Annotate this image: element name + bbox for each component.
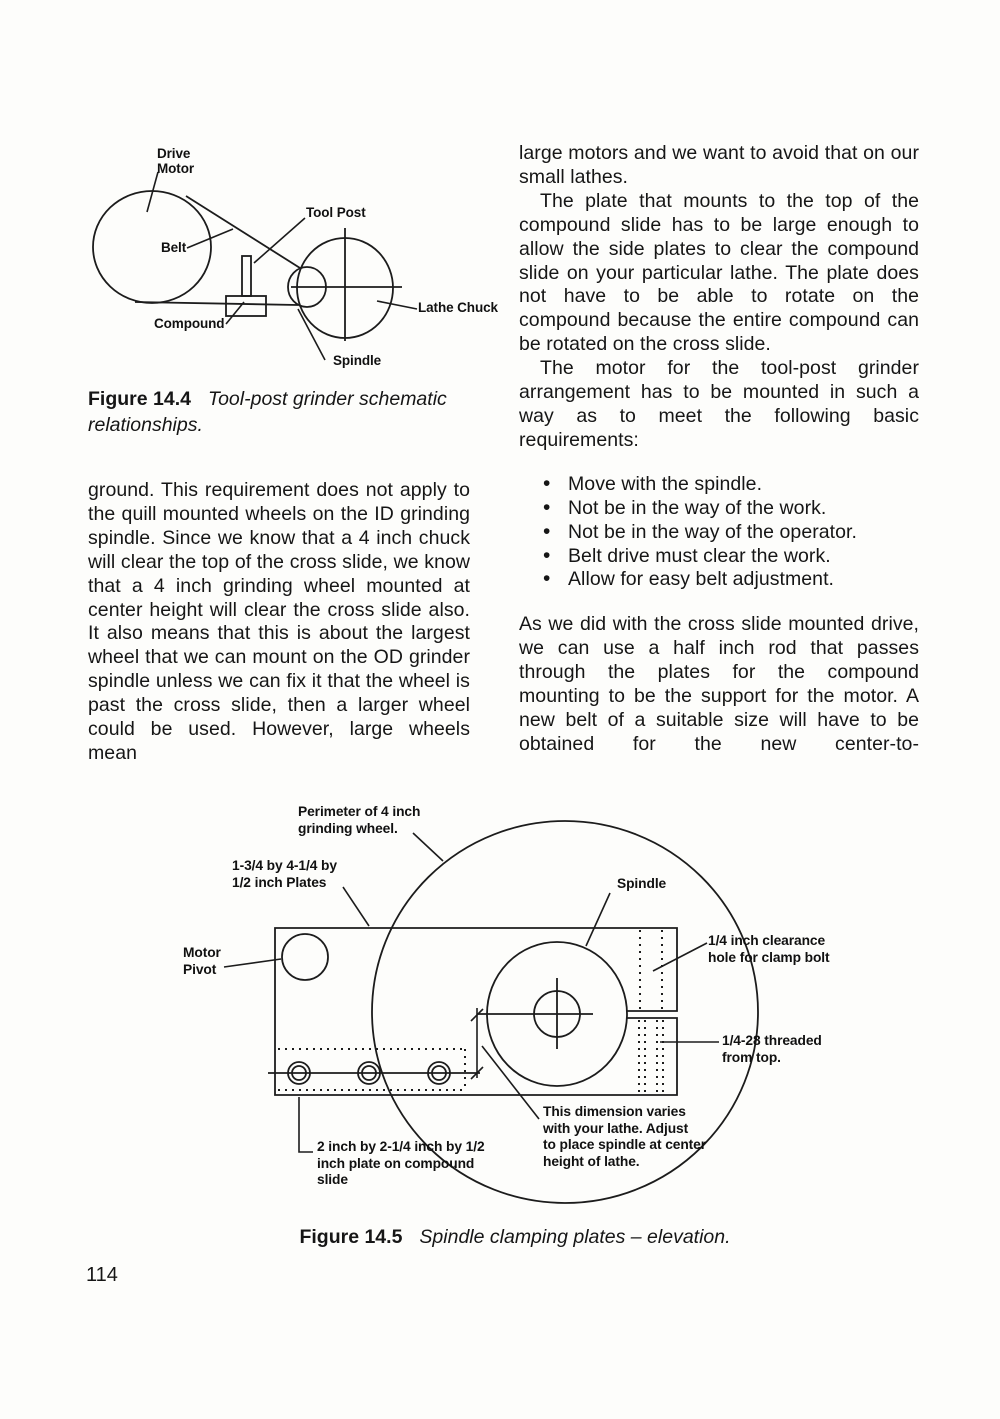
label-drive-motor: Drive Motor (157, 146, 194, 176)
label-threaded-hole: 1/4-28 threaded from top. (722, 1033, 822, 1065)
belt-line-bottom (134, 301, 299, 306)
label-spindle: Spindle (617, 876, 667, 891)
mounting-bolt (427, 1061, 451, 1085)
tool-post-rect (241, 255, 252, 297)
figure-14-4-caption-text: Tool-post grinder schematic relationship… (88, 388, 447, 436)
label-plate-compound: 2 inch by 2-1/4 inch by 1/2 inch plate o… (317, 1139, 485, 1187)
leader-tool-post (253, 217, 306, 264)
drive-motor-circle (92, 190, 212, 304)
figure-14-4: Drive Motor Belt Tool Post Compound Spin… (60, 140, 510, 450)
figure-14-5-caption-label: Figure 14.5 (299, 1226, 403, 1248)
mounting-bolt (361, 1065, 377, 1081)
clamp-plate-outline (274, 927, 678, 1096)
list-item: Allow for easy belt adjustment. (519, 567, 919, 592)
grinding-wheel-circle (371, 820, 759, 1204)
mounting-bolt (357, 1061, 381, 1085)
mounting-bolt (291, 1065, 307, 1081)
label-perimeter: Perimeter of 4 inch grinding wheel. (298, 804, 421, 836)
leader-plates (342, 886, 370, 927)
mounting-bolt (287, 1061, 311, 1085)
figure-14-5: Perimeter of 4 inch grinding wheel. 1-3/… (150, 795, 862, 1220)
label-spindle: Spindle (333, 353, 382, 368)
label-lathe-chuck: Lathe Chuck (418, 300, 498, 315)
label-dimension-note: This dimension varies with your lathe. A… (543, 1104, 707, 1169)
label-motor-pivot: Motor Pivot (183, 945, 221, 977)
label-compound: Compound (154, 316, 225, 331)
dimension-tick (470, 1008, 484, 1022)
label-belt: Belt (161, 240, 187, 255)
label-tool-post: Tool Post (306, 205, 366, 220)
leader-lathe-chuck (376, 300, 418, 310)
list-item: Move with the spindle. (519, 472, 919, 497)
leader-compound (225, 301, 245, 325)
compound-rect (225, 295, 267, 317)
right-paragraph-1: large motors and we want to avoid that o… (519, 142, 919, 188)
leader-clearance (652, 942, 708, 972)
leader-spindle (585, 892, 611, 947)
page-number: 114 (86, 1264, 118, 1286)
leader-belt (186, 228, 234, 249)
leader-dimension (481, 1045, 540, 1120)
list-item: Not be in the way of the operator. (519, 520, 919, 545)
mounting-bolt (431, 1065, 447, 1081)
leader-motor-pivot (223, 958, 282, 968)
label-plates: 1-3/4 by 4-1/4 by 1/2 inch Plates (232, 858, 337, 890)
figure-14-4-drawing (92, 171, 418, 361)
figure-14-5-caption-text: Spindle clamping plates – elevation. (419, 1226, 731, 1248)
leader-perimeter (412, 832, 444, 862)
right-paragraph-4: As we did with the cross slide mounted d… (519, 613, 919, 755)
list-item: Not be in the way of the work. (519, 496, 919, 521)
leader-plate-compound (298, 1097, 313, 1153)
belt-line-top (185, 195, 301, 269)
figure-14-5-drawing (223, 820, 759, 1204)
figure-14-5-caption: Figure 14.5 Spindle clamping plates – ele… (15, 1224, 1000, 1250)
right-paragraph-3: The motor for the tool-post grinder arra… (519, 357, 919, 451)
requirements-list: Move with the spindle. Not be in the way… (519, 472, 919, 593)
label-clearance-hole: 1/4 inch clearance hole for clamp bolt (708, 933, 830, 965)
right-paragraph-2: The plate that mounts to the top of the … (519, 189, 919, 356)
leader-spindle (297, 308, 326, 361)
leader-drive-motor (146, 171, 159, 213)
left-column: ground. This requirement does not apply … (88, 479, 470, 766)
right-column: large motors and we want to avoid that o… (519, 142, 919, 757)
dimension-tick (470, 1066, 484, 1080)
left-column-paragraph: ground. This requirement does not apply … (88, 479, 470, 764)
motor-pivot-hole (281, 933, 329, 981)
list-item: Belt drive must clear the work. (519, 544, 919, 569)
figure-14-4-caption-label: Figure 14.4 (88, 388, 191, 410)
